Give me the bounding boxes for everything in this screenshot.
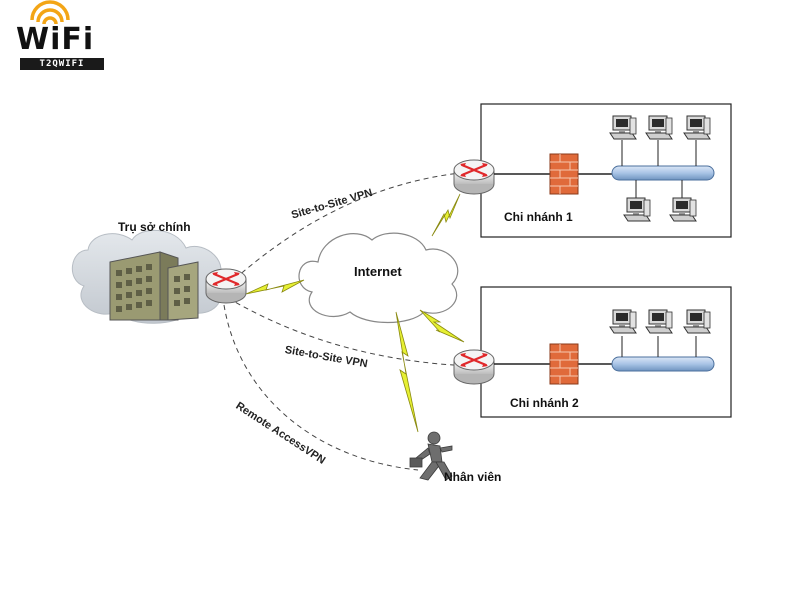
vpn-link-branch2: [227, 297, 471, 367]
workstation-icon: [645, 309, 673, 334]
logo-wordmark: WiFi: [16, 22, 95, 57]
lightning-internet-branch1: [431, 193, 461, 237]
workstation-icon: [645, 115, 673, 140]
vpn-link-branch1: [227, 171, 471, 286]
lightning-internet-branch2: [419, 309, 465, 343]
branch1-label: Chi nhánh 1: [504, 210, 573, 224]
workstation-icon: [623, 197, 651, 222]
workstation-icon: [609, 115, 637, 140]
firewall-branch2-icon: [549, 343, 579, 385]
running-person-icon: [409, 431, 453, 481]
internet-cloud-icon: [298, 232, 459, 324]
employee-label: Nhân viên: [444, 470, 502, 484]
router-headquarters-icon: [204, 267, 248, 305]
workstation-icon: [683, 115, 711, 140]
lightning-hq-internet: [245, 279, 305, 295]
remote-access-link: [223, 304, 419, 471]
workstation-icon: [683, 309, 711, 334]
branch2-box: [480, 286, 732, 418]
logo-subtitle: T2QWIFI: [20, 58, 104, 70]
brand-logo: WiFi T2QWIFI: [14, 8, 110, 70]
headquarters-label: Trụ sở chính: [118, 220, 191, 234]
office-building-icon: [109, 251, 199, 321]
router-branch1-icon: [452, 158, 496, 196]
internet-label: Internet: [354, 264, 402, 279]
branch2-label: Chi nhánh 2: [510, 396, 579, 410]
lan-bus-branch1: [611, 165, 715, 181]
wifi-logo-arcs-icon: [30, 0, 70, 25]
workstation-icon: [609, 309, 637, 334]
lightning-internet-employee: [395, 311, 419, 433]
workstation-icon: [669, 197, 697, 222]
router-branch2-icon: [452, 348, 496, 386]
firewall-branch1-icon: [549, 153, 579, 195]
lan-bus-branch2: [611, 356, 715, 372]
